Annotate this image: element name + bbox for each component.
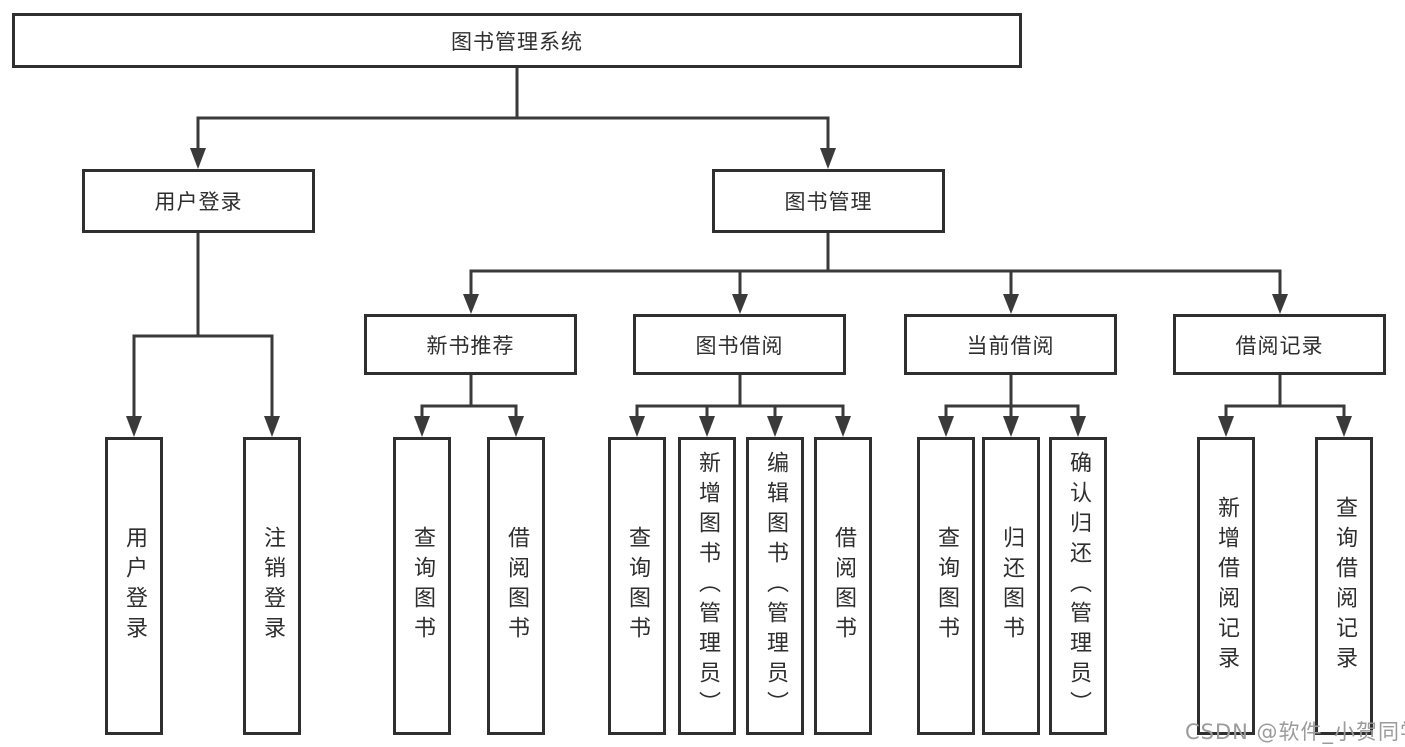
node-borrowing-records: 借阅记录 (1173, 314, 1386, 375)
leaf-records-query-record-label: 查询借阅记录 (1332, 496, 1357, 676)
leaf-records-add-record: 新增借阅记录 (1197, 437, 1255, 735)
leaf-current-confirm-return-admin-label: 确认归还（管理员） (1066, 451, 1091, 721)
leaf-current-query-books-label: 查询图书 (934, 526, 959, 646)
leaf-borrowing-add-books-admin: 新增图书（管理员） (678, 437, 736, 735)
node-root-label: 图书管理系统 (451, 29, 583, 54)
leaf-borrowing-query-books-label: 查询图书 (625, 526, 650, 646)
leaf-newbooks-borrow-books: 借阅图书 (487, 437, 545, 735)
leaf-newbooks-query-books-label: 查询图书 (410, 526, 435, 646)
leaf-borrowing-borrow-books: 借阅图书 (814, 437, 872, 735)
leaf-current-query-books: 查询图书 (917, 437, 975, 735)
leaf-user-login: 用户登录 (105, 437, 163, 735)
node-current-borrowing: 当前借阅 (904, 314, 1117, 375)
leaf-borrowing-edit-books-admin: 编辑图书（管理员） (746, 437, 804, 735)
leaf-newbooks-query-books: 查询图书 (393, 437, 451, 735)
node-new-book-recommend: 新书推荐 (364, 314, 577, 375)
node-new-book-recommend-label: 新书推荐 (426, 333, 515, 358)
node-user-login-label: 用户登录 (154, 190, 243, 214)
leaf-current-return-books: 归还图书 (982, 437, 1040, 735)
leaf-logout: 注销登录 (243, 437, 301, 735)
node-book-management-label: 图书管理 (784, 190, 873, 214)
leaf-current-confirm-return-admin: 确认归还（管理员） (1049, 437, 1107, 735)
leaf-borrowing-edit-books-admin-label: 编辑图书（管理员） (763, 451, 788, 721)
node-book-management: 图书管理 (712, 169, 945, 233)
node-root: 图书管理系统 (12, 13, 1022, 68)
leaf-newbooks-borrow-books-label: 借阅图书 (504, 526, 529, 646)
leaf-user-login-label: 用户登录 (122, 526, 147, 646)
leaf-logout-label: 注销登录 (260, 526, 285, 646)
node-book-borrowing: 图书借阅 (633, 314, 846, 375)
leaf-current-return-books-label: 归还图书 (999, 526, 1024, 646)
csdn-watermark: CSDN @软件_小贺同学 (1185, 720, 1405, 744)
node-current-borrowing-label: 当前借阅 (966, 333, 1055, 358)
leaf-borrowing-add-books-admin-label: 新增图书（管理员） (695, 451, 720, 721)
leaf-borrowing-borrow-books-label: 借阅图书 (831, 526, 856, 646)
leaf-records-query-record: 查询借阅记录 (1315, 437, 1373, 735)
node-borrowing-records-label: 借阅记录 (1235, 333, 1324, 358)
node-user-login: 用户登录 (82, 169, 315, 233)
node-book-borrowing-label: 图书借阅 (695, 333, 784, 358)
leaf-borrowing-query-books: 查询图书 (608, 437, 666, 735)
leaf-records-add-record-label: 新增借阅记录 (1214, 496, 1239, 676)
